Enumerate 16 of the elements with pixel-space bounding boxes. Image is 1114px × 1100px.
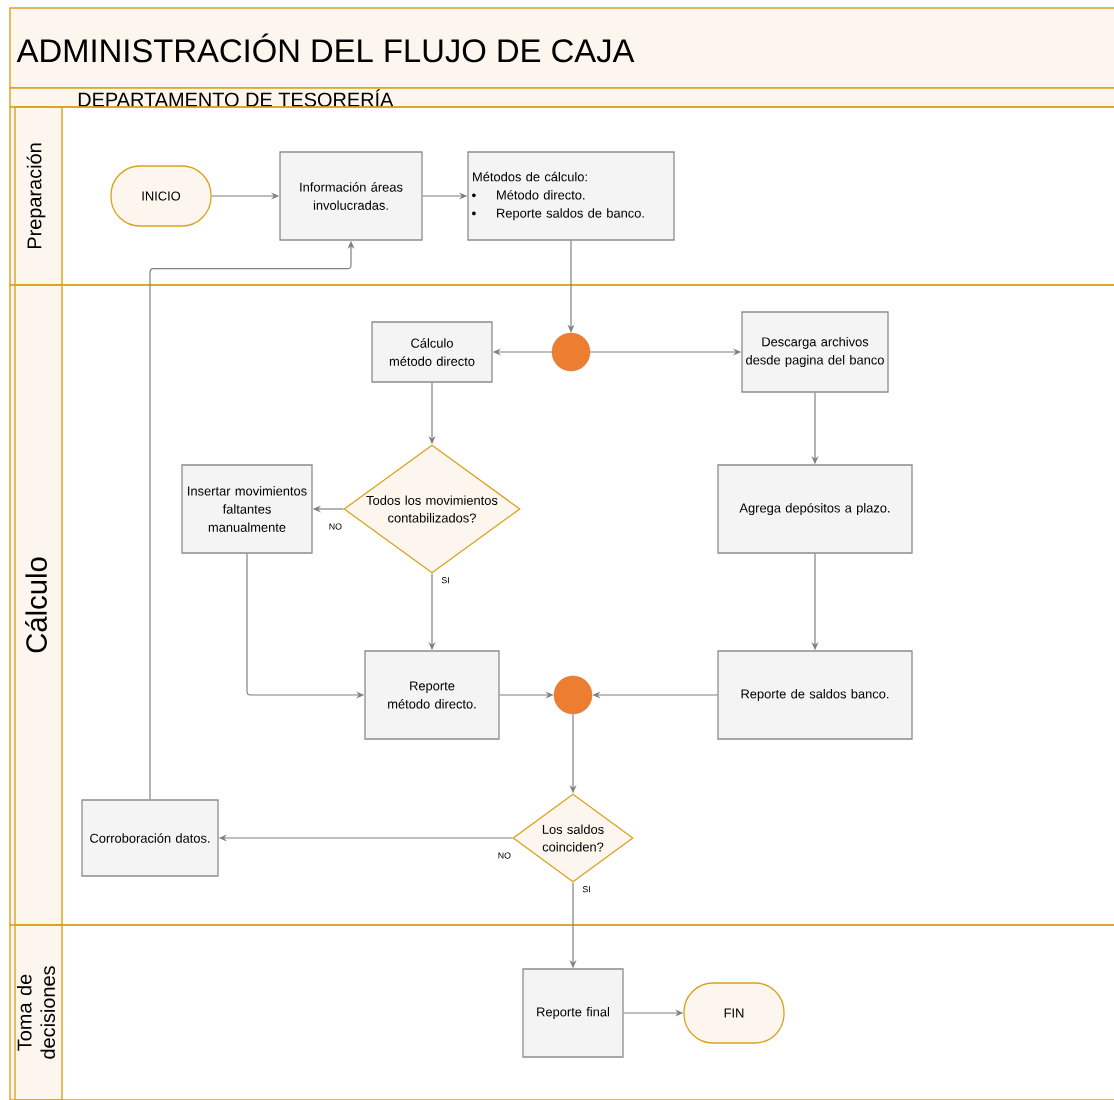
edge-label: SI [581, 884, 592, 894]
junction-circle [551, 332, 591, 372]
junction-circle [553, 675, 593, 715]
edge-label: NO [327, 522, 344, 531]
process-box: Insertar movimientos faltantes manualmente [181, 464, 313, 554]
process-box: Descarga archivos desde pagina del banco [741, 311, 889, 393]
process-box: Métodos de cálculo: Método directo. Reporte saldos de banco. [467, 151, 675, 241]
process-box: Corroboración datos. [81, 799, 219, 877]
process-box: Reporte método directo. [364, 650, 500, 740]
process-box: Información áreas involucradas. [279, 151, 423, 241]
process-box: Reporte final [522, 968, 624, 1058]
process-box: Cálculo método directo [371, 321, 493, 383]
process-box: Agrega depósitos a plazo. [717, 464, 913, 554]
process-box: Reporte de saldos banco. [717, 650, 913, 740]
edge-label: NO [496, 851, 513, 860]
edge-label: SI [440, 575, 451, 585]
